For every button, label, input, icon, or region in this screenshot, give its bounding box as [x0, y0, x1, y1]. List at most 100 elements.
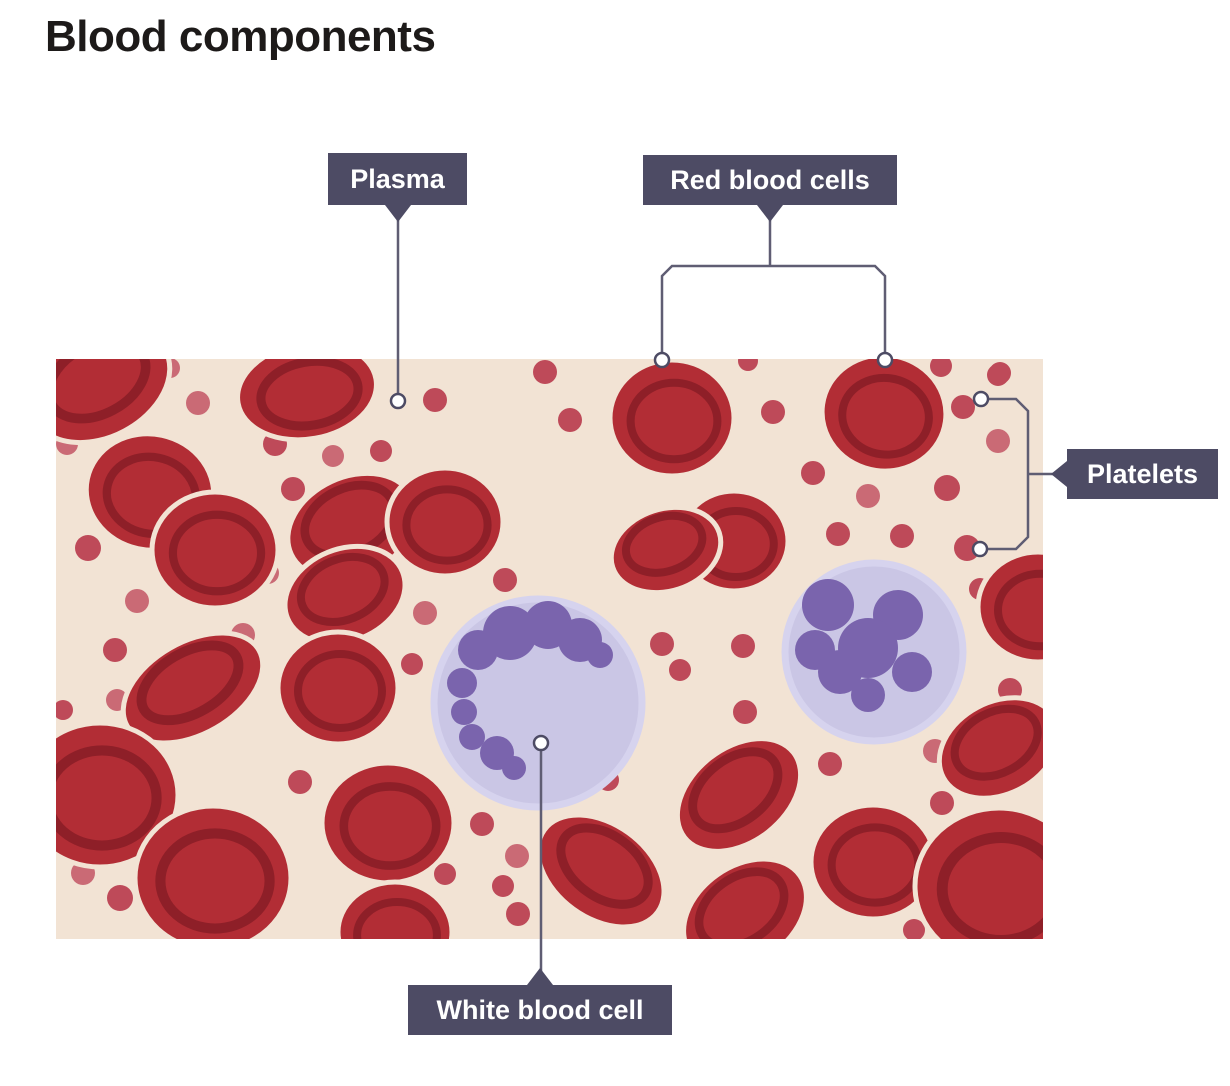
label-red-blood-cells-text: Red blood cells — [670, 164, 870, 195]
wbc-nucleus — [458, 630, 498, 670]
red-blood-cell — [936, 695, 1043, 801]
platelet — [401, 653, 423, 675]
platelet — [533, 360, 557, 384]
red-blood-cell-ring — [556, 823, 653, 909]
label-white-blood-cell-text: White blood cell — [436, 994, 644, 1025]
pointer-left-icon — [1051, 461, 1067, 487]
red-blood-cell-ring — [694, 867, 789, 939]
red-blood-cell-ring — [402, 485, 492, 565]
red-blood-cell — [132, 803, 294, 939]
platelet — [413, 601, 437, 625]
wbc-nucleus — [892, 652, 932, 692]
leader-marker — [971, 540, 989, 558]
platelet — [856, 484, 880, 508]
platelet — [801, 461, 825, 485]
platelet — [103, 638, 127, 662]
wbc-nucleus — [447, 668, 477, 698]
red-blood-cell-ring — [688, 747, 783, 834]
wbc-nucleus — [587, 642, 613, 668]
platelet — [423, 388, 447, 412]
red-blood-cell-ring — [56, 359, 151, 424]
platelet — [818, 752, 842, 776]
red-blood-cell-ring — [136, 640, 244, 726]
platelet — [370, 440, 392, 462]
platelet — [731, 634, 755, 658]
platelet — [650, 632, 674, 656]
platelet — [951, 395, 975, 419]
platelet — [733, 700, 757, 724]
leader-line — [660, 264, 887, 357]
platelet — [107, 885, 133, 911]
platelet — [288, 770, 312, 794]
wbc-nucleus — [502, 756, 526, 780]
leader-marker — [653, 351, 671, 369]
red-blood-cell — [808, 802, 938, 922]
label-red-blood-cells: Red blood cells — [643, 155, 897, 222]
platelet — [434, 863, 456, 885]
red-blood-cell-ring — [168, 510, 266, 596]
red-blood-cell — [56, 720, 181, 870]
platelet — [738, 359, 758, 371]
red-blood-cell — [282, 543, 408, 647]
platelet — [558, 408, 582, 432]
label-platelets: Platelets — [1051, 449, 1218, 499]
red-blood-cell — [149, 489, 281, 611]
platelet — [493, 568, 517, 592]
red-blood-cell-ring — [339, 782, 441, 870]
label-platelets-text: Platelets — [1086, 458, 1199, 489]
red-blood-cell-ring — [353, 898, 441, 939]
wbc-nucleus — [818, 650, 862, 694]
red-blood-cell — [912, 805, 1043, 939]
leader-marker — [532, 734, 550, 752]
wbc-nucleus — [451, 699, 477, 725]
red-blood-cell-ring — [838, 373, 933, 459]
wbc-nucleus — [802, 579, 854, 631]
platelet — [903, 919, 925, 939]
red-blood-cell-ring — [155, 828, 275, 934]
red-blood-cell-ring — [994, 569, 1043, 651]
red-blood-cell — [335, 879, 455, 939]
platelet — [56, 700, 73, 720]
red-blood-cell — [56, 359, 173, 446]
pointer-up-icon — [527, 968, 553, 985]
wbc-nucleus — [851, 678, 885, 712]
white-blood-cell — [781, 559, 967, 745]
leader-marker — [876, 351, 894, 369]
platelet — [125, 589, 149, 613]
white-blood-cell — [430, 595, 646, 811]
platelet — [934, 475, 960, 501]
platelet — [75, 535, 101, 561]
platelet — [826, 522, 850, 546]
platelet — [470, 812, 494, 836]
platelet — [492, 875, 514, 897]
red-blood-cell — [607, 359, 737, 479]
platelet — [930, 791, 954, 815]
page-title: Blood components — [45, 12, 436, 61]
red-blood-cell — [120, 630, 266, 746]
label-plasma-text: Plasma — [350, 163, 445, 194]
red-blood-cell — [384, 465, 506, 579]
leader-marker — [389, 392, 407, 410]
label-white-blood-cell: White blood cell — [408, 968, 672, 1035]
platelet — [505, 844, 529, 868]
wbc-nucleus — [459, 724, 485, 750]
platelet — [322, 445, 344, 467]
pointer-down-icon — [757, 205, 783, 222]
platelet — [669, 659, 691, 681]
red-blood-cell — [674, 736, 804, 854]
red-blood-cell-ring — [56, 745, 162, 851]
red-blood-cell-ring — [936, 832, 1043, 939]
red-blood-cell — [235, 359, 379, 443]
red-blood-cell-ring — [296, 552, 389, 626]
platelet — [506, 902, 530, 926]
label-plasma: Plasma — [328, 153, 467, 222]
red-blood-cell-ring — [294, 650, 386, 732]
platelet — [930, 359, 952, 377]
leader-marker — [972, 390, 990, 408]
platelet — [954, 535, 980, 561]
red-blood-cell-ring — [256, 359, 363, 431]
platelet — [890, 524, 914, 548]
red-blood-cell-ring — [626, 378, 722, 464]
